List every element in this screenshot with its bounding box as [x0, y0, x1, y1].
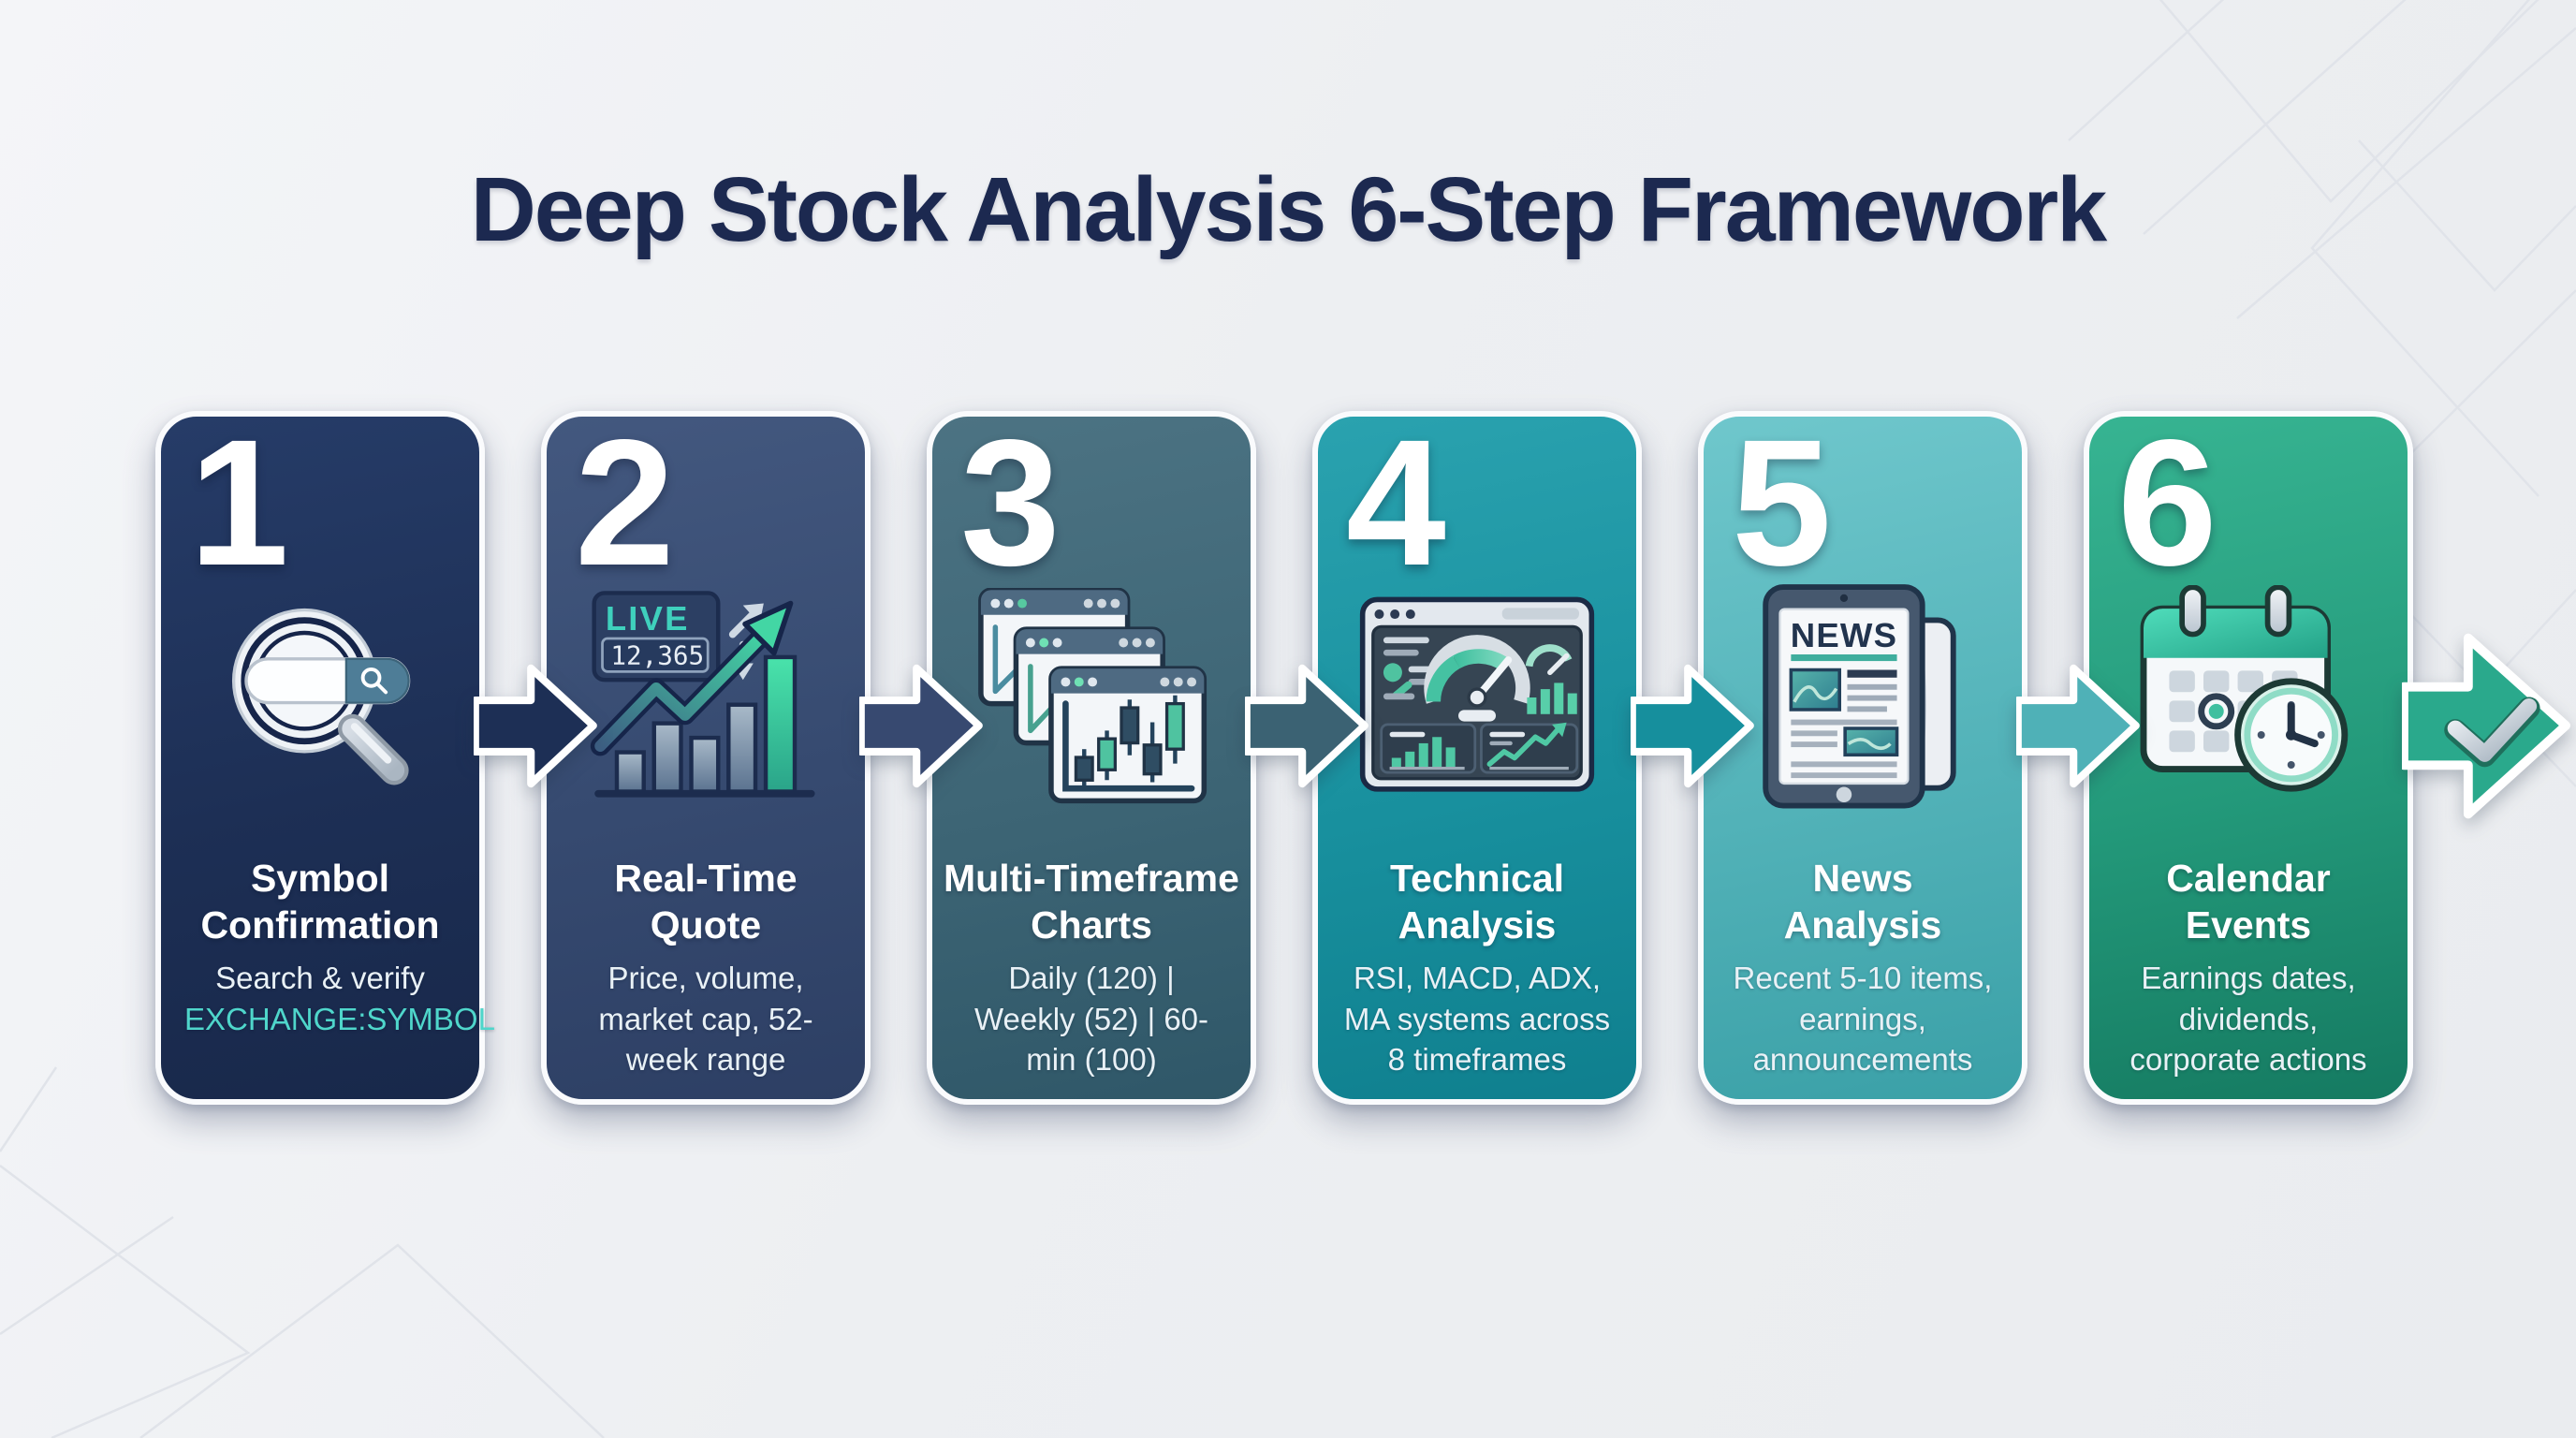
page-title: Deep Stock Analysis 6-Step Framework: [470, 158, 2108, 260]
step-number: 3: [960, 402, 1061, 603]
flow-arrow-1: [474, 664, 597, 788]
card-description: Recent 5-10 items, earnings, announcemen…: [1733, 961, 1993, 1078]
card-title: Symbol Confirmation: [200, 857, 440, 947]
news-tablet-icon: NEWS: [1704, 550, 2022, 845]
card-description: Earnings dates, dividends, corporate act…: [2130, 961, 2367, 1078]
card-title: Calendar Events: [2166, 857, 2331, 947]
step-number: 6: [2117, 402, 2217, 603]
flow-arrow-4: [1631, 664, 1754, 788]
card-description: Search & verify EXCHANGE:SYMBOL: [184, 958, 495, 1039]
flow-arrow-2: [859, 664, 983, 788]
step-number: 4: [1346, 402, 1446, 603]
step-card-2: 2 LIVE 12,365: [541, 411, 871, 1105]
live-quote-icon: LIVE 12,365: [547, 550, 865, 845]
live-badge-label: LIVE: [606, 599, 690, 638]
news-screen-label: NEWS: [1791, 616, 1897, 654]
flow-arrow-3: [1245, 664, 1368, 788]
step-number: 5: [1732, 402, 1832, 603]
step-card-1: 1 Symbol Confirm: [155, 402, 495, 1105]
card-description: Price, volume, market cap, 52-week range: [598, 961, 813, 1078]
live-badge-value: 12,365: [610, 640, 704, 671]
step-card-6: 6: [2084, 411, 2413, 1105]
card-title: News Analysis: [1783, 857, 1942, 947]
step-card-5: 5 NEWS: [1698, 411, 2027, 1105]
card-description: Daily (120) | Weekly (52) | 60-min (100): [973, 961, 1209, 1078]
card-title: Multi-Timeframe Charts: [944, 857, 1239, 947]
card-title: Real-Time Quote: [614, 857, 798, 947]
step-number: 2: [575, 402, 675, 603]
checkmark-icon: [2444, 697, 2540, 768]
card-description: RSI, MACD, ADX, MA systems across 8 time…: [1343, 961, 1611, 1078]
step-number: 1: [189, 402, 289, 603]
magnifier-search-icon: [161, 550, 479, 845]
flow-arrow-final: [2402, 633, 2571, 819]
calendar-clock-icon: [2089, 550, 2408, 845]
flow-arrow-5: [2016, 664, 2140, 788]
exchange-symbol-highlight: EXCHANGE:SYMBOL: [184, 1001, 495, 1036]
stacked-candlestick-windows-icon: [932, 550, 1251, 845]
dashboard-gauge-icon: [1318, 550, 1636, 845]
card-title: Technical Analysis: [1389, 857, 1565, 947]
step-card-4: 4: [1312, 411, 1642, 1105]
